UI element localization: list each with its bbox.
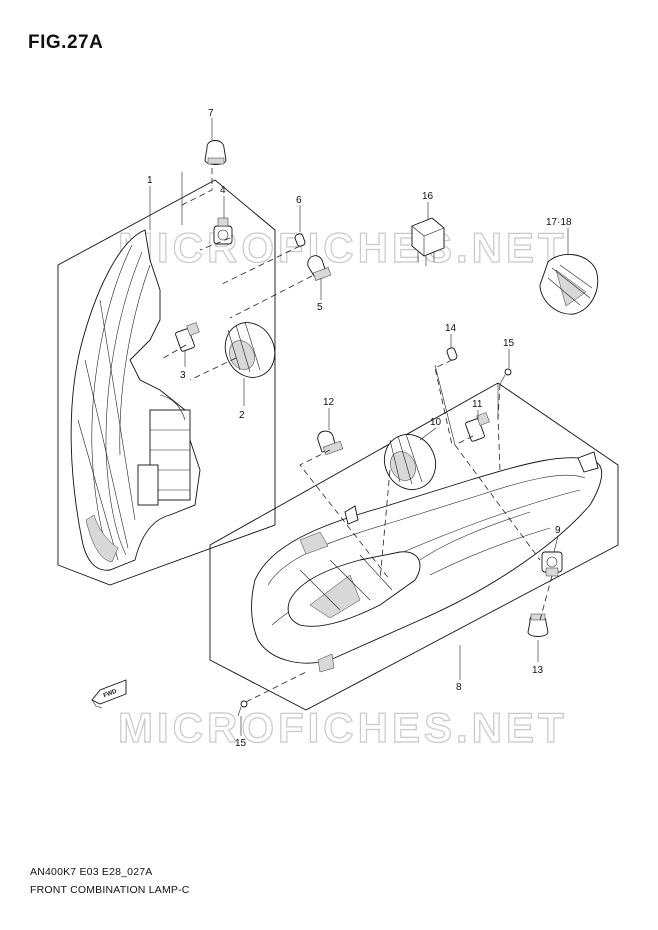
callout-3: 3 bbox=[180, 370, 186, 381]
callout-4: 4 bbox=[220, 185, 226, 196]
screw-part-15-lower bbox=[237, 700, 248, 717]
assembly-guide-lines bbox=[159, 168, 553, 703]
bulb-part-5 bbox=[307, 255, 332, 281]
bulb-part-13 bbox=[527, 613, 549, 637]
socket-part-4 bbox=[213, 217, 233, 245]
figure-title: FIG.27A bbox=[28, 32, 104, 53]
callout-16: 16 bbox=[422, 191, 434, 202]
group-frame-upper bbox=[57, 172, 276, 586]
socket-part-9 bbox=[541, 551, 563, 577]
callout-7: 7 bbox=[208, 108, 214, 119]
reflector-part-10 bbox=[383, 433, 437, 490]
socket-part-11 bbox=[465, 412, 490, 442]
relay-part-16 bbox=[411, 217, 445, 266]
callout-5: 5 bbox=[317, 302, 323, 313]
callout-17-18: 17·18 bbox=[546, 217, 572, 228]
callout-9: 9 bbox=[555, 525, 561, 536]
callout-6: 6 bbox=[296, 195, 302, 206]
lamp-housing-left bbox=[70, 229, 201, 571]
fwd-label: FWD bbox=[103, 688, 119, 699]
callout-11: 11 bbox=[472, 399, 483, 410]
footer-figure-name: FRONT COMBINATION LAMP-C bbox=[30, 884, 190, 896]
headlamp-part-8 bbox=[251, 451, 603, 673]
callout-2: 2 bbox=[239, 410, 245, 421]
callout-15-upper: 15 bbox=[503, 338, 515, 349]
callout-8: 8 bbox=[456, 682, 462, 693]
callout-15-lower: 15 bbox=[235, 738, 247, 749]
bulb-part-14 bbox=[446, 347, 458, 361]
reflector-part-2 bbox=[224, 321, 276, 378]
bulb-part-7 bbox=[204, 140, 227, 165]
callout-10: 10 bbox=[430, 417, 442, 428]
leader-lines bbox=[149, 118, 569, 736]
callout-12: 12 bbox=[323, 397, 335, 408]
fwd-direction-badge: FWD bbox=[91, 679, 127, 709]
callout-13: 13 bbox=[532, 665, 544, 676]
group-frame-lower bbox=[209, 364, 619, 711]
screw-part-15-upper bbox=[499, 368, 512, 385]
callout-14: 14 bbox=[445, 323, 457, 334]
bulb-part-12 bbox=[317, 430, 344, 456]
bulb-part-6 bbox=[294, 233, 306, 247]
side-reflector-part-17-18 bbox=[539, 254, 599, 315]
watermark-bottom: MICROFICHES.NET bbox=[118, 704, 568, 751]
watermark-top: MICROFICHES.NET bbox=[118, 224, 568, 271]
callout-1: 1 bbox=[147, 175, 153, 186]
socket-part-3 bbox=[175, 322, 200, 352]
footer-figure-code: AN400K7 E03 E28_027A bbox=[30, 866, 153, 878]
